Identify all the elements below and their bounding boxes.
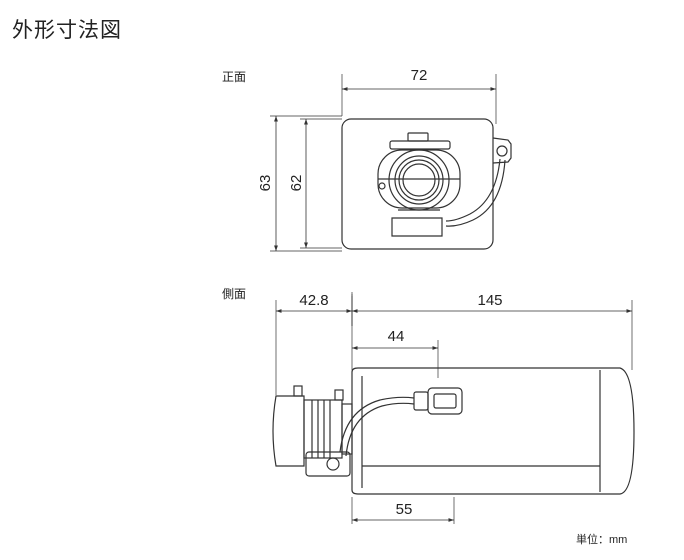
dim-front-height-inner: 62 [288, 175, 305, 192]
side-view-label: 側面 [222, 287, 247, 301]
front-extension-lines [270, 74, 497, 252]
dim-front-height-outer: 63 [257, 175, 274, 192]
side-dimension-lines [276, 309, 632, 522]
side-view [272, 292, 635, 524]
side-cable [339, 387, 463, 457]
dim-side-body: 145 [477, 292, 502, 309]
front-dimension-lines [274, 87, 496, 251]
dim-side-lens: 42.8 [299, 292, 328, 309]
front-view-label: 正面 [222, 70, 247, 84]
front-cable [445, 158, 506, 227]
unit-label: 単位：mm [576, 534, 628, 546]
dim-side-connector: 44 [388, 328, 405, 345]
front-connector-screw [496, 145, 508, 157]
front-lens-assembly [377, 132, 461, 237]
front-view [270, 74, 512, 252]
dim-front-width: 72 [411, 67, 428, 84]
front-connector-bracket [492, 137, 512, 164]
front-camera-body [341, 118, 494, 250]
side-lens [272, 385, 353, 477]
dim-side-bottom: 55 [396, 501, 413, 518]
page-title: 外形寸法図 [12, 19, 122, 42]
side-camera-body [351, 367, 635, 495]
